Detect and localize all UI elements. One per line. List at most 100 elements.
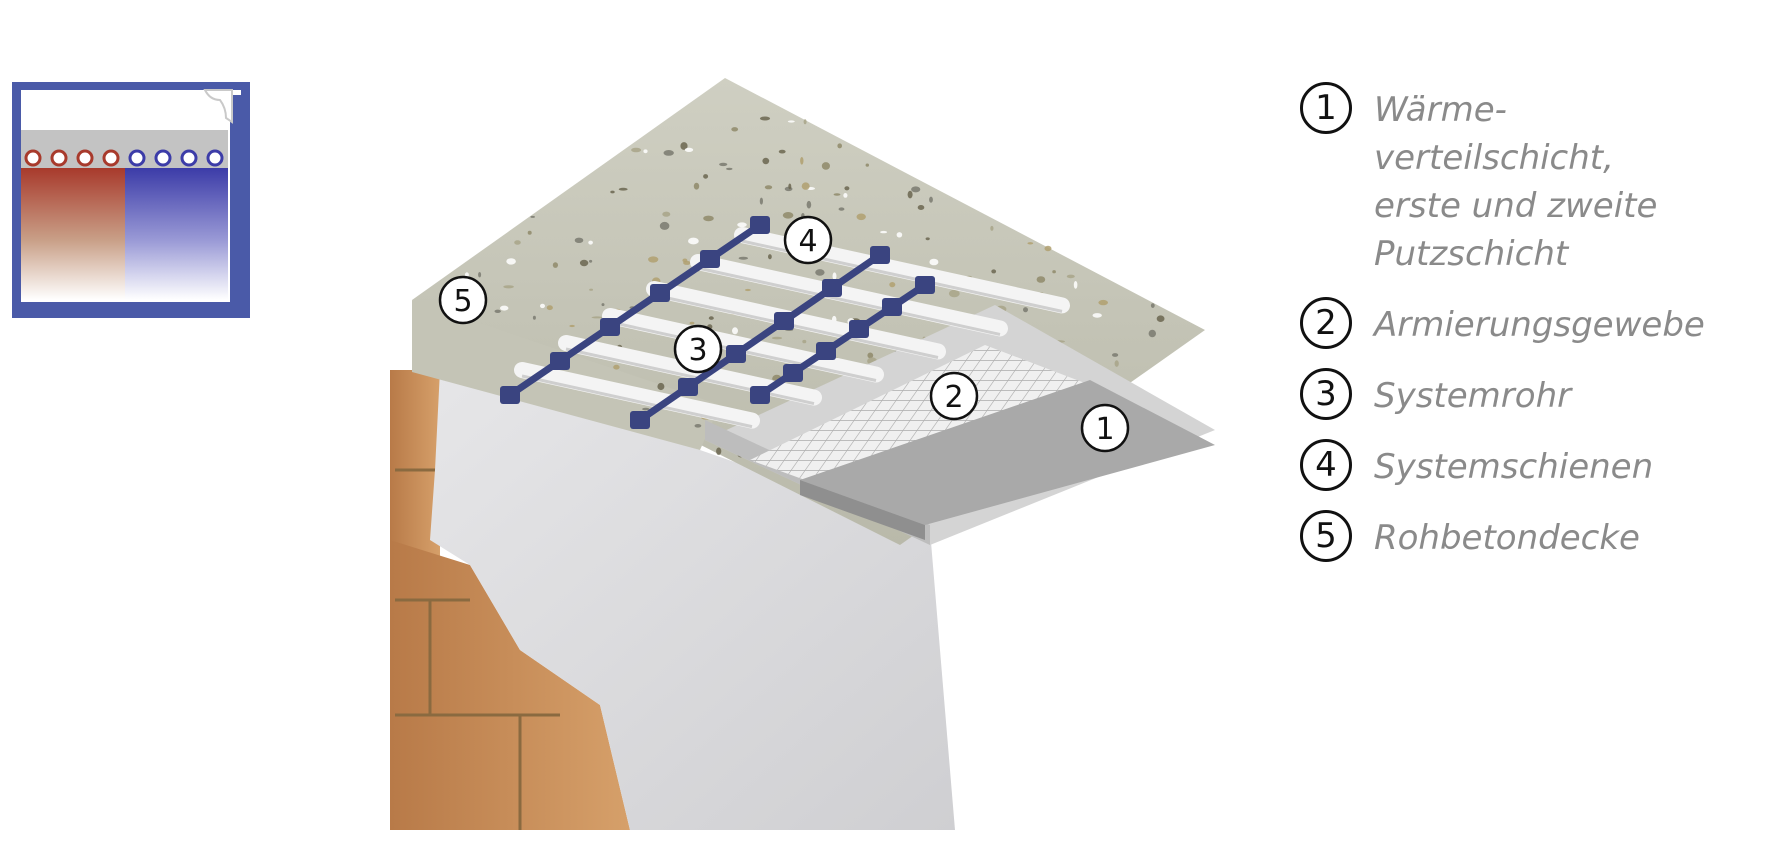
rail-clip: [915, 276, 935, 294]
aggregate-stone: [764, 185, 773, 190]
aggregate-stone: [907, 190, 913, 199]
heat-distribution-layer-front: [800, 480, 925, 540]
aggregate-stone: [911, 186, 921, 193]
rail-clip: [816, 342, 836, 360]
aggregate-stone: [788, 183, 792, 190]
aggregate-stone: [569, 324, 575, 328]
system-pipe-shade: [565, 347, 815, 406]
aggregate-stone: [731, 127, 739, 132]
aggregate-stone: [683, 260, 691, 265]
aggregate-stone: [844, 186, 850, 191]
aggregate-stone: [806, 200, 812, 209]
aggregate-stone: [503, 285, 514, 289]
aggregate-stone: [588, 240, 593, 245]
aggregate-stone: [771, 336, 783, 340]
aggregate-stone: [837, 143, 842, 149]
legend-label: Armierungsgewebe: [1374, 305, 1705, 345]
aggregate-stone: [648, 256, 659, 263]
aggregate-stone: [662, 211, 671, 217]
aggregate-stone: [803, 119, 807, 125]
aggregate-stone: [762, 157, 770, 165]
aggregate-stone: [642, 407, 650, 411]
system-pipe-shade: [653, 293, 939, 359]
svg-text:1: 1: [1095, 412, 1114, 447]
aggregate-stone: [1023, 307, 1028, 313]
system-rails: [500, 216, 935, 429]
rail-clip: [783, 364, 803, 382]
svg-text:3: 3: [688, 333, 707, 368]
system-pipe: [690, 254, 1008, 337]
callout-1: 1: [1080, 403, 1130, 453]
aggregate-stone: [693, 182, 700, 190]
rail-clip: [849, 320, 869, 338]
rail-clip: [550, 352, 570, 370]
aggregate-stone: [1114, 360, 1119, 367]
aggregate-stone: [689, 321, 695, 325]
aggregate-stone: [759, 197, 764, 205]
rail-clip: [678, 378, 698, 396]
rail-clip: [822, 279, 842, 297]
aggregate-stone: [768, 254, 772, 260]
legend-number-badge: 1: [1300, 82, 1352, 134]
rail-clip: [750, 386, 770, 404]
aggregate-stone: [552, 262, 559, 268]
rail-clip: [882, 298, 902, 316]
aggregate-stone: [1044, 245, 1052, 252]
reinforcement-mesh: [750, 345, 1090, 500]
aggregate-stone: [737, 222, 747, 228]
pipe-dot-icon: [154, 149, 172, 167]
legend-item-5: 5 Rohbetondecke: [1300, 510, 1760, 562]
aggregate-stone: [680, 142, 688, 150]
aggregate-stone: [759, 116, 771, 121]
plaster-wall: [430, 370, 955, 830]
aggregate-stone: [821, 162, 831, 170]
aggregate-stone: [532, 315, 536, 320]
aggregate-stone: [579, 259, 589, 267]
legend: 1 Wärme- verteilschicht, erste und zweit…: [1300, 82, 1760, 581]
aggregate-stone: [540, 303, 545, 309]
aggregate-stone: [618, 187, 628, 191]
callout-badges: 1 2 3 4 5: [438, 215, 1130, 453]
rail-clip: [600, 318, 620, 336]
rail-clip: [750, 216, 770, 234]
aggregate-stone: [589, 259, 593, 263]
aggregate-stone: [719, 162, 728, 167]
aggregate-stone: [833, 193, 841, 196]
ceiling-construction-illustration: [390, 78, 1215, 830]
aggregate-stone: [1148, 329, 1157, 338]
aggregate-stone: [659, 221, 670, 230]
aggregate-stone: [865, 163, 869, 167]
aggregate-stone: [574, 237, 584, 243]
legend-label: Wärme- verteilschicht, erste und zweite …: [1374, 90, 1658, 274]
legend-label: Rohbetondecke: [1374, 518, 1640, 558]
rail-clip: [500, 386, 520, 404]
system-pipe-shade: [697, 266, 1001, 336]
rail-clip: [726, 345, 746, 363]
aggregate-stone: [530, 215, 535, 218]
system-pipe: [514, 362, 760, 429]
legend-label: Systemrohr: [1374, 376, 1572, 416]
aggregate-stone: [838, 207, 845, 211]
callout-3: 3: [673, 324, 723, 374]
system-symbol-icon: [12, 82, 250, 318]
aggregate-stone: [527, 230, 532, 235]
aggregate-stone: [801, 182, 810, 190]
aggregate-stone: [929, 258, 939, 266]
aggregate-stone: [601, 303, 605, 307]
aggregate-stone: [631, 147, 642, 153]
aggregate-stone: [684, 147, 694, 152]
aggregate-stone: [1150, 303, 1155, 308]
aggregate-stone: [546, 305, 553, 311]
aggregate-stone: [867, 352, 874, 359]
aggregate-stone: [896, 232, 903, 238]
aggregate-stone: [880, 230, 888, 234]
pipe-dot-icon: [206, 149, 224, 167]
brick-joints: [395, 468, 560, 830]
brick-wall-exposed: [390, 540, 630, 830]
aggregate-stone: [782, 212, 794, 219]
aggregate-stone: [716, 447, 722, 455]
aggregate-stone: [703, 174, 709, 179]
aggregate-stone: [1066, 274, 1075, 279]
aggregate-stone: [990, 225, 994, 231]
